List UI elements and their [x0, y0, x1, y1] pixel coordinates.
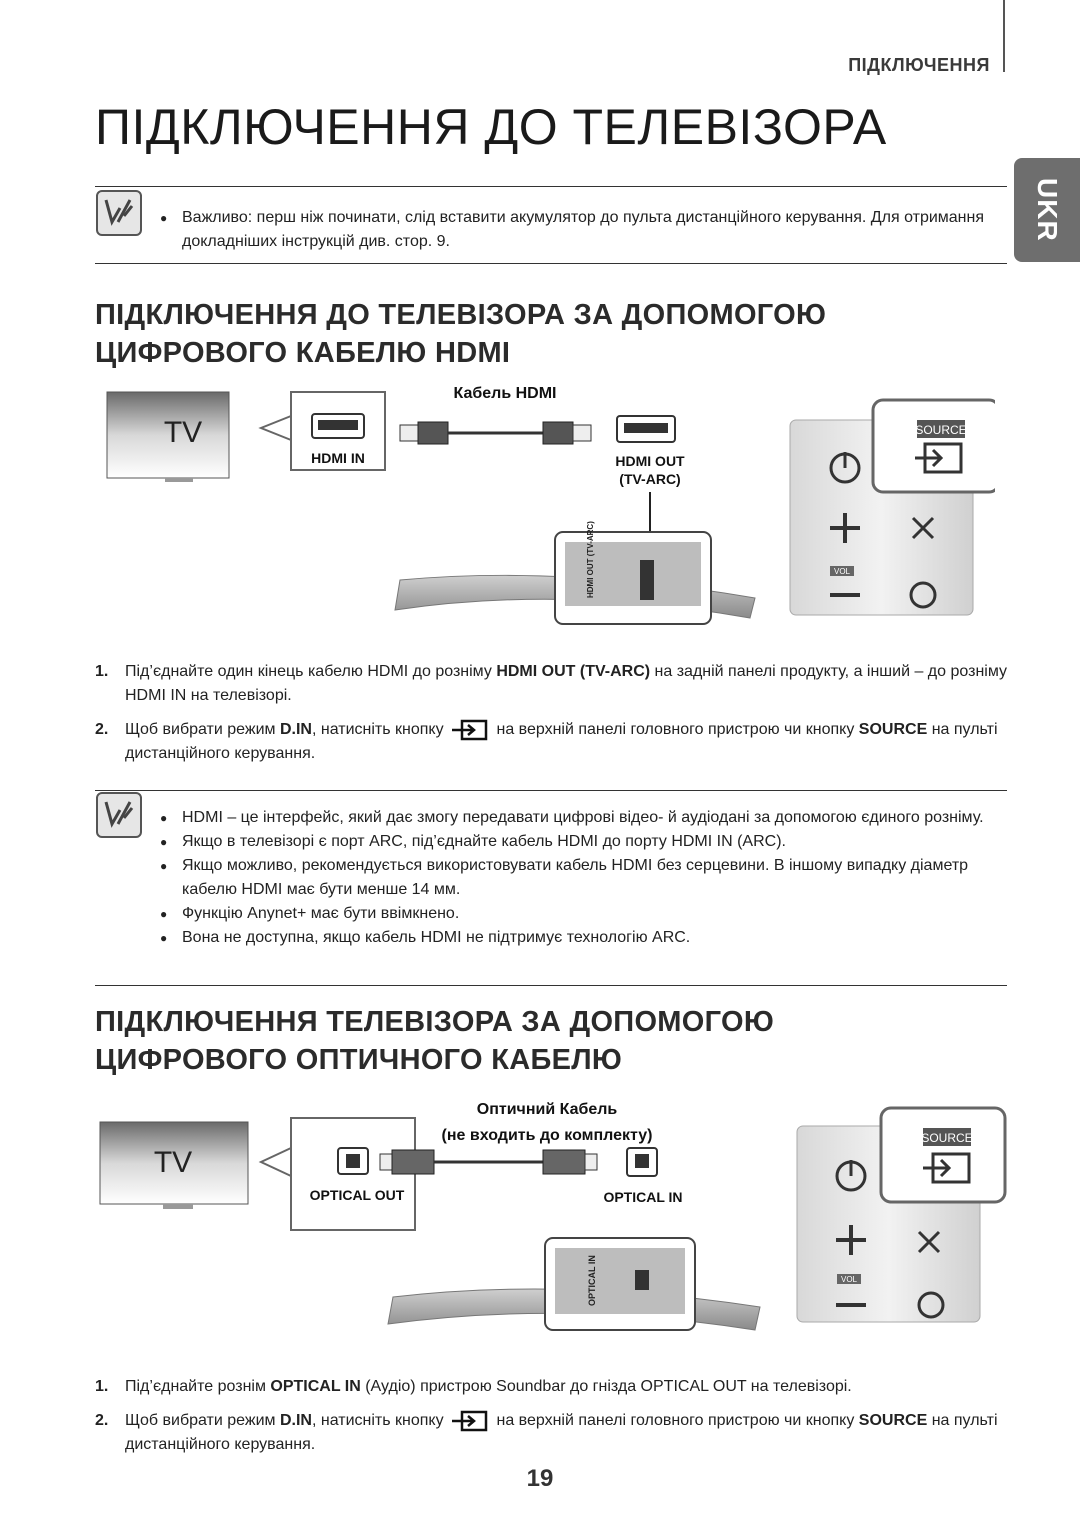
step-text: на задній панелі продукту, а інший – до …	[125, 663, 1008, 704]
page-number: 19	[526, 1465, 554, 1492]
step-text: Під’єднайте рознім	[125, 1378, 271, 1395]
step-bold: HDMI OUT (TV-ARC)	[496, 663, 651, 680]
note-top-rule	[95, 186, 1007, 187]
language-tab-label: UKR	[1032, 178, 1063, 242]
source-label: SOURCE	[915, 423, 966, 437]
language-tab: UKR	[1014, 158, 1080, 262]
remote-vol-badge	[830, 566, 854, 576]
step-bold: SOURCE	[858, 1412, 928, 1429]
note-2-top-rule	[95, 790, 1007, 791]
note-2-item: HDMI – це інтерфейс, який дає змогу пере…	[160, 806, 990, 830]
panel-hdmi-label: HDMI OUT (TV-ARC)	[586, 521, 595, 598]
note-2-bottom-rule	[95, 985, 1007, 986]
optical-connection-diagram: TV OPTICAL OUT Оптичний Кабель (не входи…	[99, 1101, 1007, 1331]
note-2: HDMI – це інтерфейс, який дає змогу пере…	[160, 806, 990, 950]
step-bold: D.IN	[279, 721, 312, 738]
hdmi-section-title-line2: ЦИФРОВОГО КАБЕЛЮ HDMI	[95, 337, 511, 369]
panel-optical-label: OPTICAL IN	[587, 1255, 597, 1306]
source-input-icon	[452, 1410, 488, 1432]
step-number: 2.	[95, 721, 109, 738]
hdmi-connection-diagram: TV HDMI IN Кабель HDMI HDMI OUT (TV-ARC)…	[106, 385, 995, 625]
note-2-item: Функцію Anynet+ має бути ввімкнено.	[160, 902, 990, 926]
step-number: 2.	[95, 1412, 109, 1429]
tv-optical-port-label: OPTICAL OUT	[310, 1187, 405, 1203]
note-2-item: Вона не доступна, якщо кабель HDMI не пі…	[160, 926, 990, 950]
tv-label: TV	[154, 1146, 192, 1179]
remote-vol-label: VOL	[841, 1275, 858, 1284]
step-bold: SOURCE	[858, 721, 928, 738]
hdmi-cable-label: Кабель HDMI	[454, 385, 557, 402]
note-bottom-rule	[95, 263, 1007, 264]
hdmi-port-device	[616, 415, 676, 443]
step-bold: D.IN	[279, 1412, 312, 1429]
step-text: на пульті дистанційного керування.	[125, 721, 998, 762]
source-button-callout: SOURCE	[879, 1106, 1007, 1204]
step-number: 1.	[95, 663, 109, 680]
remote-vol-label: VOL	[834, 567, 851, 576]
optical-cable	[379, 1149, 598, 1175]
note-2-item: Якщо можливо, рекомендується використову…	[160, 854, 990, 902]
hdmi-cable	[399, 421, 592, 445]
device-hdmi-port-label-1: HDMI OUT	[615, 453, 685, 469]
header-divider	[1003, 0, 1005, 72]
step-bold: OPTICAL IN	[270, 1378, 361, 1395]
note-1: Важливо: перш ніж починати, слід вставит…	[160, 206, 985, 254]
source-button-callout: SOURCE	[871, 398, 995, 494]
optical-section-title-line1: ПІДКЛЮЧЕННЯ ТЕЛЕВІЗОРА ЗА ДОПОМОГОЮ	[95, 1006, 775, 1038]
source-input-icon	[452, 719, 488, 741]
hdmi-section-title: ПІДКЛЮЧЕННЯ ДО ТЕЛЕВІЗОРА ЗА ДОПОМОГОЮ Ц…	[95, 296, 826, 372]
step-text: Щоб вибрати режим	[125, 721, 280, 738]
step-text: , натисніть кнопку	[311, 721, 449, 738]
note-1-item: Важливо: перш ніж починати, слід вставит…	[160, 206, 985, 254]
optical-step-1: 1. Під’єднайте рознім OPTICAL IN (Аудіо)…	[95, 1375, 1010, 1399]
step-text: Щоб вибрати режим	[125, 1412, 280, 1429]
note-icon	[96, 190, 142, 236]
optical-section-title-line2: ЦИФРОВОГО ОПТИЧНОГО КАБЕЛЮ	[95, 1044, 623, 1076]
device-optical-port-label: OPTICAL IN	[603, 1189, 682, 1205]
step-number: 1.	[95, 1378, 109, 1395]
optical-step-2: 2. Щоб вибрати режим D.IN, натисніть кно…	[95, 1409, 1010, 1457]
tv-illustration	[106, 391, 230, 482]
step-text: (Аудіо) пристрою Soundbar до гнізда OPTI…	[360, 1378, 852, 1395]
optical-cable-label-2: (не входить до комплекту)	[442, 1127, 653, 1144]
hdmi-steps: 1. Під’єднайте один кінець кабелю HDMI д…	[95, 660, 1010, 776]
section-label: ПІДКЛЮЧЕННЯ	[848, 55, 990, 75]
hdmi-port-tv	[311, 413, 365, 439]
step-text: Під’єднайте один кінець кабелю HDMI до р…	[125, 663, 497, 680]
remote-vol-badge	[837, 1274, 861, 1284]
optical-port-device	[626, 1147, 658, 1177]
hdmi-step-1: 1. Під’єднайте один кінець кабелю HDMI д…	[95, 660, 1010, 708]
optical-section-title: ПІДКЛЮЧЕННЯ ТЕЛЕВІЗОРА ЗА ДОПОМОГОЮ ЦИФР…	[95, 1003, 774, 1079]
optical-steps: 1. Під’єднайте рознім OPTICAL IN (Аудіо)…	[95, 1375, 1010, 1467]
step-text: на верхній панелі головного пристрою чи …	[492, 721, 859, 738]
optical-port-tv	[337, 1147, 369, 1175]
device-hdmi-port-label-2: (TV-ARC)	[619, 471, 680, 487]
note-icon	[96, 792, 142, 838]
step-text: на верхній панелі головного пристрою чи …	[492, 1412, 859, 1429]
soundbar-port-panel: OPTICAL IN	[544, 1237, 696, 1331]
step-text: , натисніть кнопку	[311, 1412, 449, 1429]
page-title: ПІДКЛЮЧЕННЯ ДО ТЕЛЕВІЗОРА	[95, 99, 887, 155]
note-2-item: Якщо в телевізорі є порт ARC, під’єднайт…	[160, 830, 990, 854]
optical-cable-label-1: Оптичний Кабель	[477, 1101, 618, 1118]
hdmi-step-2: 2. Щоб вибрати режим D.IN, натисніть кно…	[95, 718, 1010, 766]
step-text: на пульті дистанційного керування.	[125, 1412, 998, 1453]
tv-label: TV	[164, 416, 202, 449]
tv-illustration	[99, 1121, 249, 1209]
source-label: SOURCE	[921, 1131, 972, 1145]
tv-hdmi-port-label: HDMI IN	[311, 450, 365, 466]
soundbar-port-panel: HDMI OUT (TV-ARC)	[554, 521, 712, 625]
hdmi-section-title-line1: ПІДКЛЮЧЕННЯ ДО ТЕЛЕВІЗОРА ЗА ДОПОМОГОЮ	[95, 299, 827, 331]
